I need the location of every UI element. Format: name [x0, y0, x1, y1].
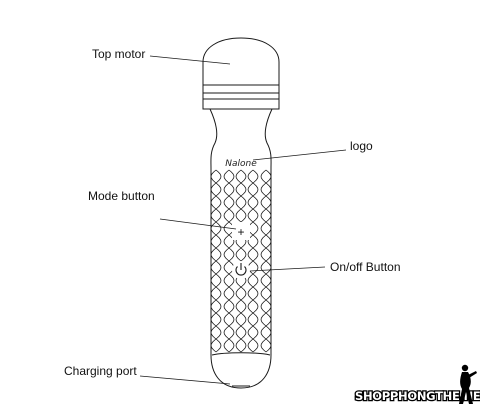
handle-lattice-pattern — [210, 169, 272, 353]
watermark: SHOPPHONGTHE.NET — [354, 364, 480, 404]
power-button[interactable] — [232, 261, 250, 279]
label-mode-button: Mode button — [88, 189, 155, 203]
handle-body — [209, 108, 273, 389]
wand-device — [202, 37, 280, 389]
label-logo: logo — [350, 139, 373, 153]
head-band — [202, 84, 280, 110]
watermark-text: SHOPPHONGTHE.NET — [355, 389, 480, 403]
power-icon — [235, 263, 247, 276]
mode-button-leader — [159, 218, 237, 230]
silhouette-icon — [459, 364, 477, 404]
lattice-wave — [210, 169, 222, 353]
brand-logo-text: Nalone — [225, 159, 257, 169]
label-top-motor: Top motor — [92, 47, 145, 61]
lattice-wave — [247, 169, 259, 353]
logo-leader — [252, 149, 347, 161]
onoff-button-leader — [249, 266, 326, 272]
plus-icon: + — [237, 225, 244, 239]
callout-lines — [139, 55, 347, 385]
top-motor-head — [202, 37, 280, 86]
charging-port-leader — [139, 375, 231, 385]
mode-button[interactable]: + — [232, 222, 250, 240]
top-motor-leader — [149, 55, 231, 65]
base-ring — [211, 352, 271, 356]
label-onoff-button: On/off Button — [330, 260, 401, 274]
label-charging-port: Charging port — [64, 364, 137, 378]
lattice-wave — [223, 169, 235, 353]
lattice-wave — [260, 169, 272, 353]
